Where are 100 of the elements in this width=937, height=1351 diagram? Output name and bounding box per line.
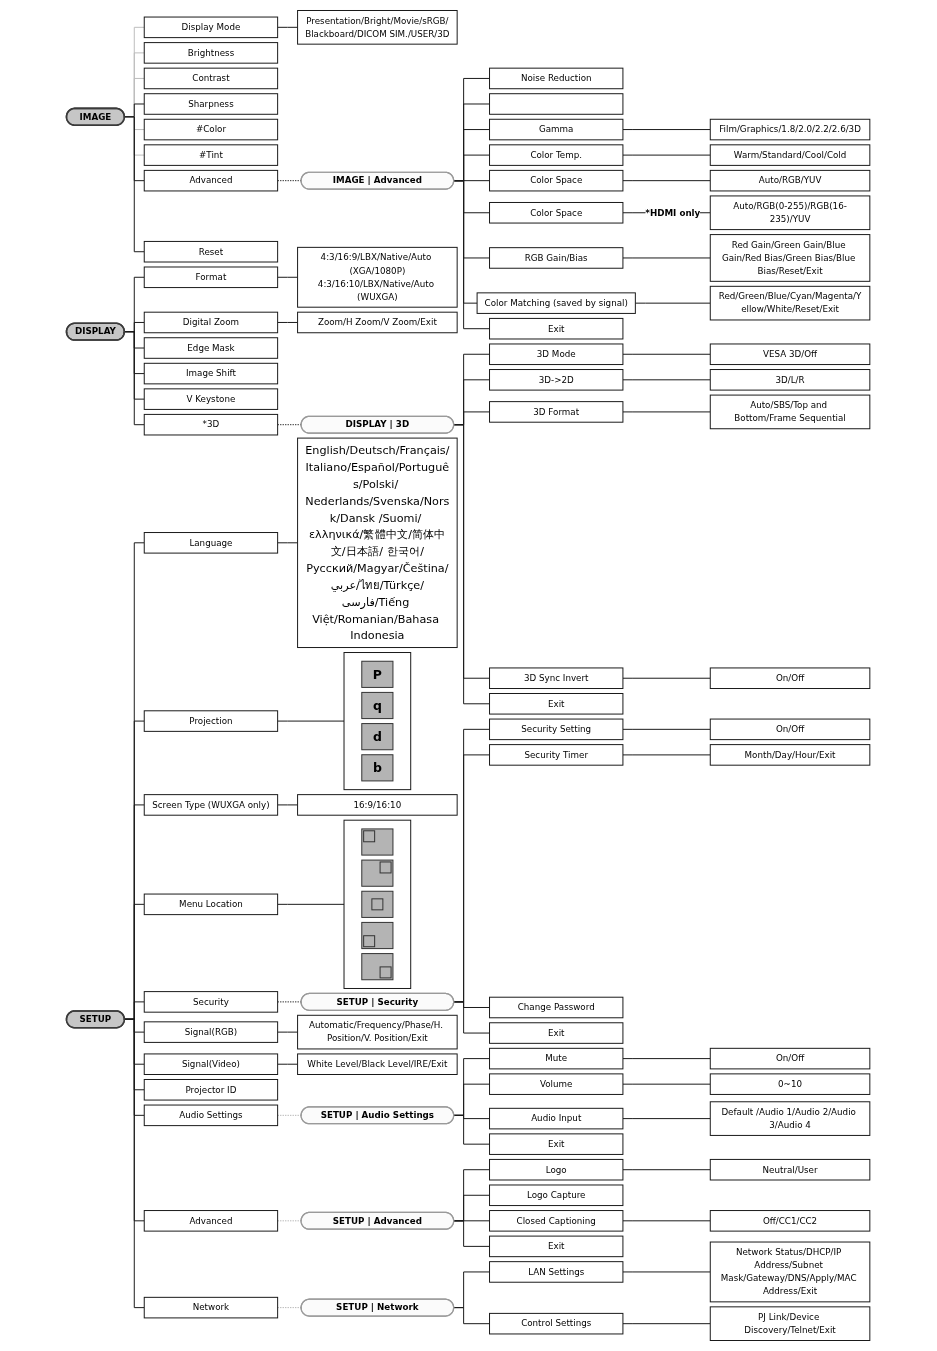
node-box: d [361,723,394,751]
node-box: Audio Input [489,1107,624,1130]
connector [277,321,299,323]
node-box: On/Off [710,667,871,689]
node-box: 4:3/16:9/LBX/Native/Auto (XGA/1080P) 4:3/16:10/LBX/Native/Auto (WUXGA) [297,246,458,308]
node-box: Screen Type (WUXGA only) [144,794,279,816]
connector [277,1114,302,1116]
node-box: On/Off [710,718,871,741]
node-box: Month/Day/Hour/Exit [710,744,871,766]
connector [453,1307,491,1325]
node-box: Automatic/Frequency/Phase/H. Position/V. Position/Exit [297,1014,458,1050]
node-box: 3D Mode [489,343,624,366]
node-box: Control Settings [489,1312,624,1335]
connector [277,804,299,806]
connector [635,302,712,304]
connector [622,728,712,730]
connector [622,353,712,355]
node-box: q [361,691,394,720]
connector [277,1307,302,1309]
connector [277,720,345,722]
node-box: Exit [489,693,624,715]
node-box: Exit [489,317,624,340]
node-box: Sharpness [144,93,279,115]
node-box: Brightness [144,42,279,64]
node-box: Default /Audio 1/Audio 2/Audio 3/Audio 4 [710,1101,871,1136]
connector [622,1271,712,1273]
node-box: Color Space [489,202,624,224]
node-box: Auto/SBS/Top and Bottom/Frame Sequential [710,394,871,430]
node-box: Network [144,1296,279,1319]
connector [622,411,712,413]
node-box: Auto/RGB(0-255)/RGB(16-235)/YUV [710,195,871,231]
node-box: Reset [144,240,279,263]
node-box: LAN Settings [489,1261,624,1283]
node-box: Language [144,532,279,554]
node-box: Color Space [489,169,624,192]
node-box: Off/CC1/CC2 [710,1210,871,1232]
node-box: Menu Location [144,893,279,916]
connector [277,276,299,278]
node-box: Noise Reduction [489,67,624,90]
node-box: Signal(Video) [144,1053,279,1075]
connector [453,1001,491,1034]
node-box: Contrast [144,67,279,90]
connector [622,677,712,679]
node-box: VESA 3D/Off [710,343,871,366]
connector [277,1031,299,1033]
connector [277,26,299,28]
node-box: Security [144,991,279,1013]
node-box: Exit [489,1022,624,1044]
cluster [343,652,412,791]
node-box: Mute [489,1047,624,1070]
node-box: Format [144,266,279,289]
connector [277,1001,302,1003]
node-box: Color Matching (saved by signal) [476,292,637,314]
node-box: Neutral/User [710,1158,871,1181]
node-box: Projection [144,710,279,732]
connector [622,1058,712,1060]
connector [622,180,712,182]
node-box: Change Password [489,996,624,1019]
node-box: Film/Graphics/1.8/2.0/2.2/2.6/3D [710,118,871,141]
node-box: On/Off [710,1047,871,1070]
node-box: Exit [489,1133,624,1155]
connector [622,129,712,131]
node-box: Edge Mask [144,337,279,359]
node-box: Presentation/Bright/Movie/sRGB/Blackboard/DICOM SIM./USER/3D [297,10,458,45]
node-box: Projector ID [144,1079,279,1101]
node-box: Logo [489,1158,624,1181]
connector [622,154,712,156]
node-box: #Color [144,118,279,141]
node-box: RGB Gain/Bias [489,247,624,269]
node-box: Advanced [144,169,279,192]
node-box: White Level/Black Level/IRE/Exit [297,1053,458,1075]
node-box: English/Deutsch/Français/Italiano/Español/Português/Polski/ Nederlands/Svenska/Norsk/Dansk /Suomi/ ελληνικά/繁體中文/简体中文/日本語/ 한국어/Русский/Magyar/Čeština/عربي/ไทย/Türkçe/فارسی/Tiếng Việt/Romanian/Bahasa Indonesia [297,437,458,649]
node-box: PJ Link/Device Discovery/Telnet/Exit [710,1306,871,1341]
node-box: Zoom/H Zoom/V Zoom/Exit [297,311,458,334]
connector [124,1018,146,1309]
node-box: Network Status/DHCP/IP Address/Subnet Mask/Gateway/DNS/Apply/MAC Address/Exit [710,1241,871,1303]
node-box: 3D->2D [489,369,624,391]
node-box: Security Setting [489,718,624,741]
node-box: Warm/Standard/Cool/Cold [710,144,871,166]
node-box: Closed Captioning [489,1210,624,1232]
node-box: Display Mode [144,16,279,39]
node-box: Security Timer [489,744,624,766]
node-box: Image Shift [144,362,279,385]
edge-label: *HDMI only [645,207,701,218]
connector [622,379,712,381]
node-box: *3D [144,413,279,436]
node-box [361,890,394,918]
node-box: Auto/RGB/YUV [710,169,871,192]
connector [277,903,345,905]
node-box: 3D Format [489,401,624,423]
node-box [489,93,624,115]
node-box: Exit [489,1235,624,1258]
connector [453,180,491,330]
connector [277,1220,302,1222]
connector [453,1220,491,1247]
connector [277,1063,299,1065]
connector [622,1220,712,1222]
connector [277,424,302,426]
node-box: Logo Capture [489,1184,624,1207]
connector [453,1114,491,1145]
